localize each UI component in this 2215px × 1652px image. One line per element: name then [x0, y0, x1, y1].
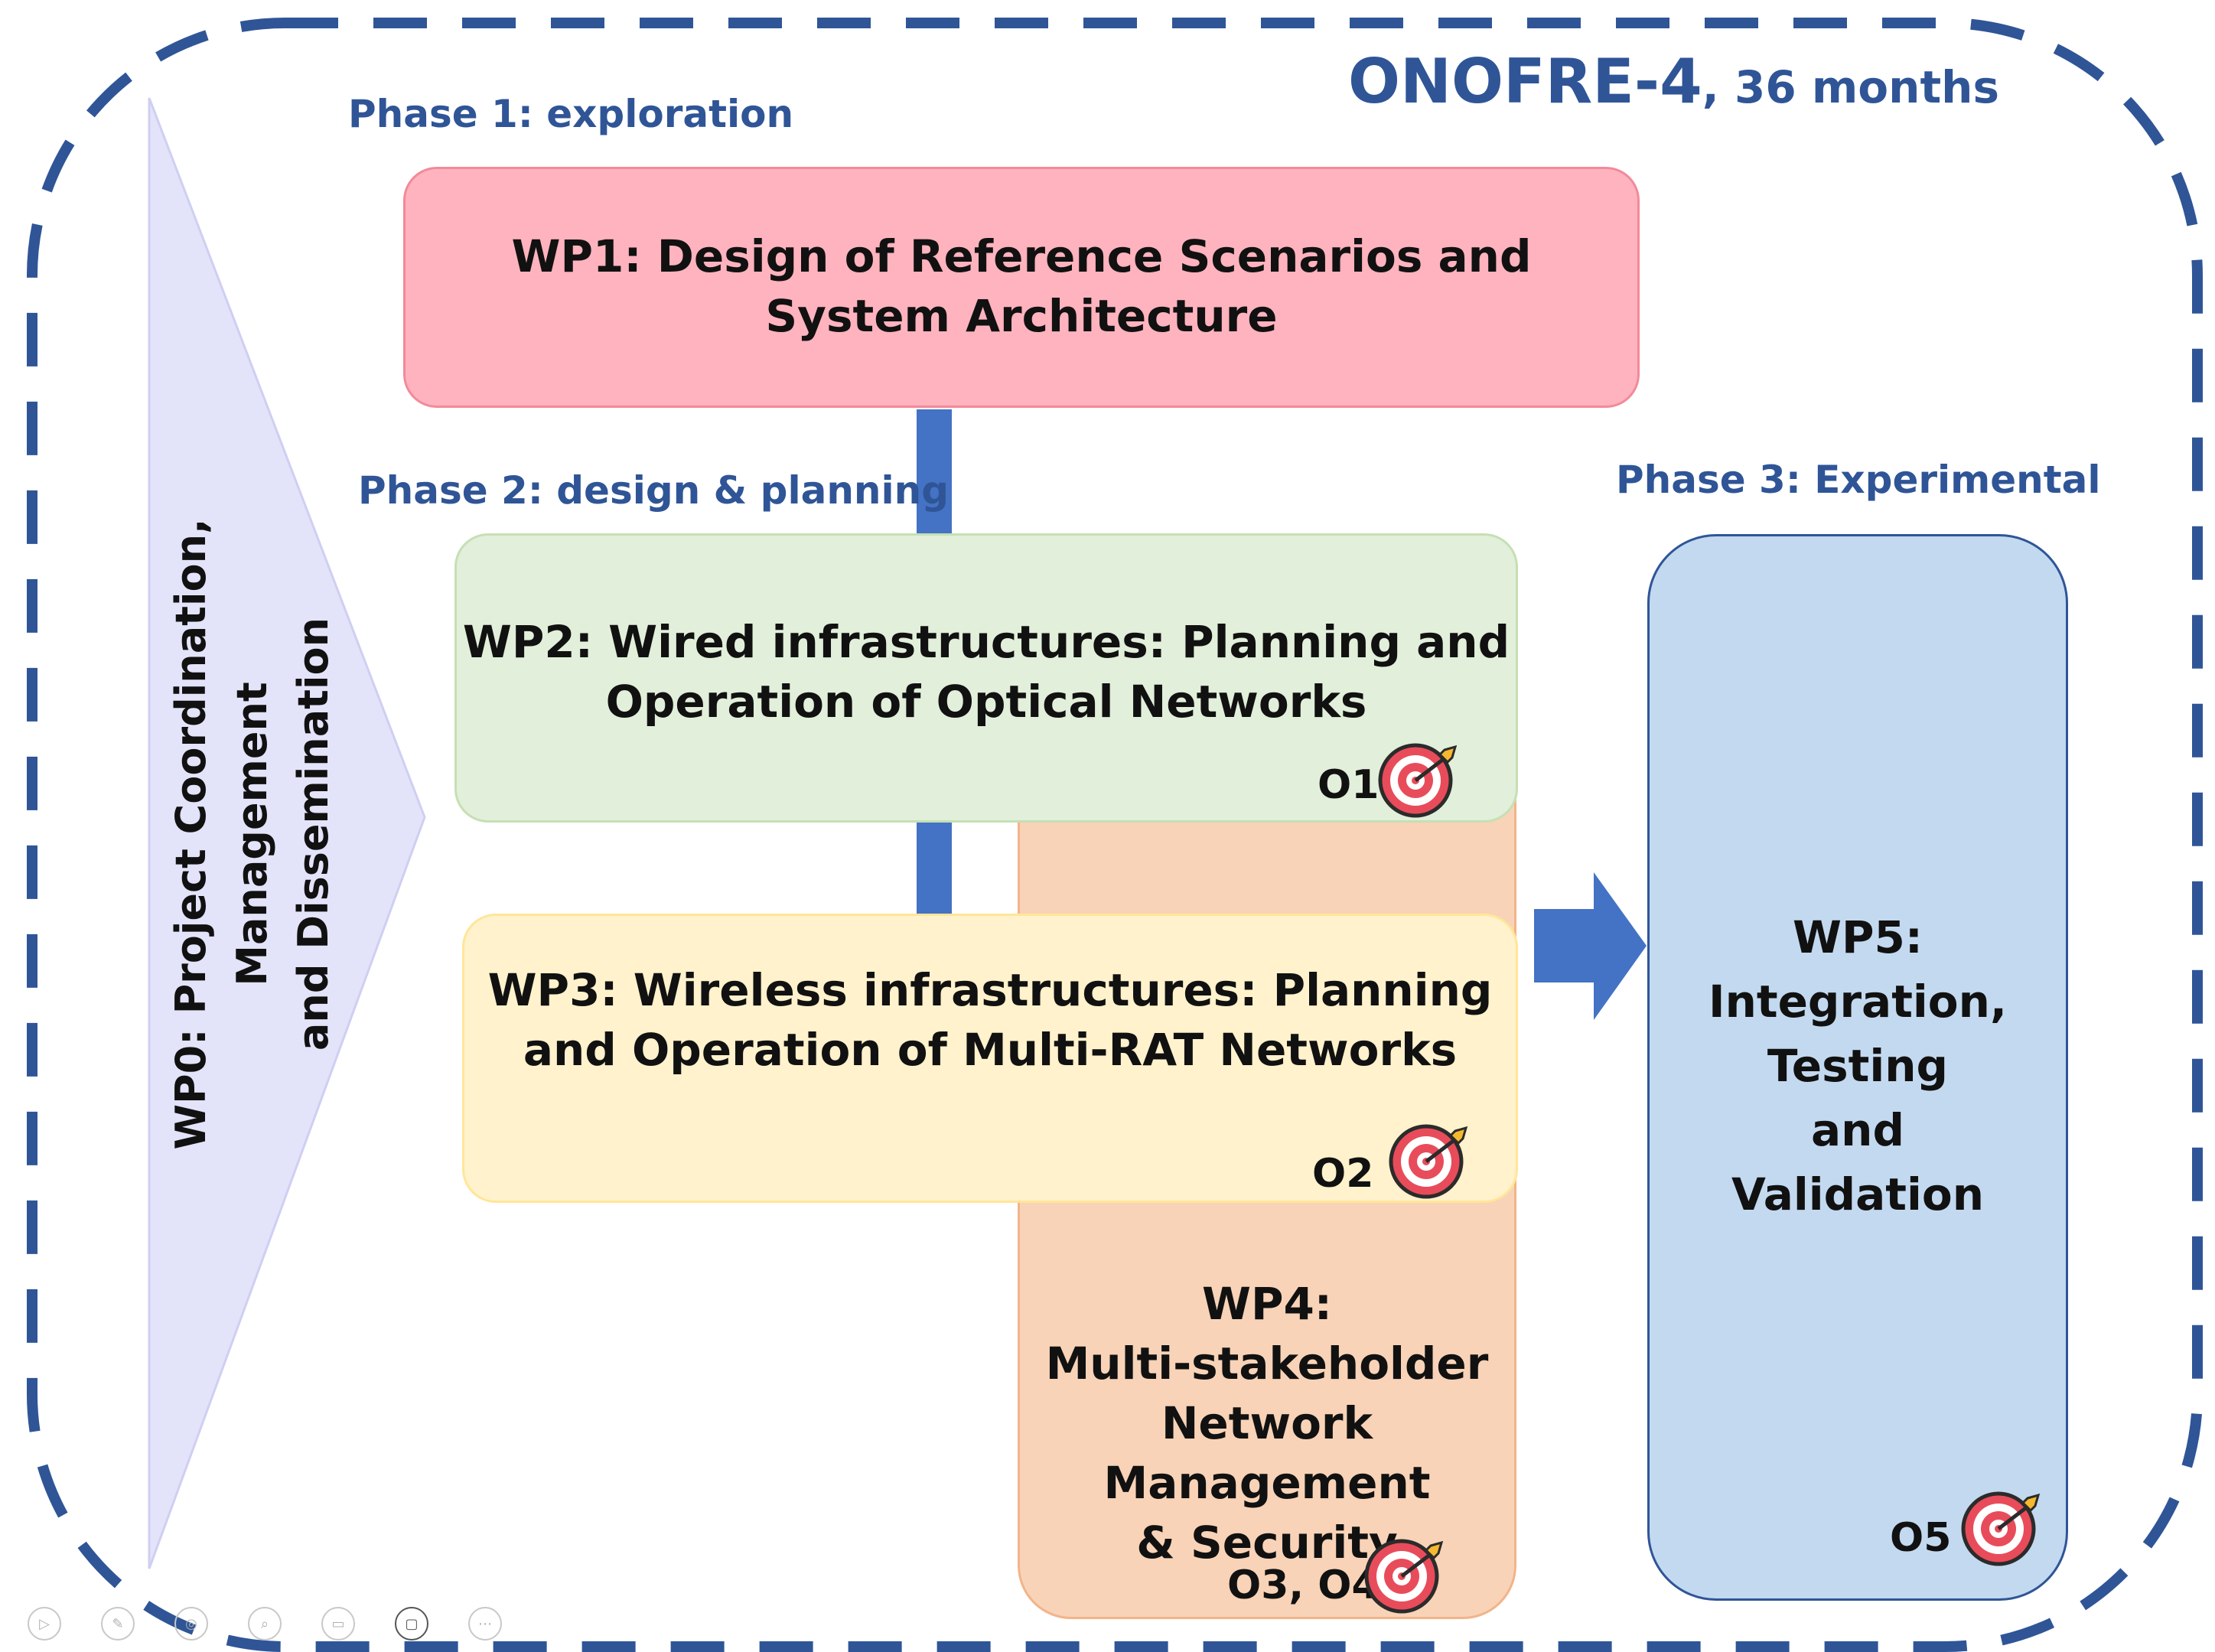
wp2-label: WP2: Wired infrastructures: Planning and… [462, 616, 1510, 728]
pointer-icon[interactable]: ◎ [174, 1607, 208, 1641]
pen-icon[interactable]: ✎ [101, 1607, 135, 1641]
wp4-objective: O3, O4 [1227, 1562, 1379, 1608]
wp3-box: WP3: Wireless infrastructures: Planning … [462, 914, 1518, 1203]
wp5-box: WP5: Integration, Testing and Validation [1647, 534, 2068, 1601]
target-icon [1364, 1539, 1444, 1614]
connector-wp1-wp2 [917, 409, 952, 547]
connector-wp2-wp3 [917, 819, 952, 918]
wp0-label: WP0: Project Coordination, Management an… [167, 518, 337, 1150]
wp2-objective: O1 [1318, 762, 1379, 808]
wp3-objective: O2 [1312, 1151, 1374, 1197]
project-duration: , 36 months [1702, 61, 1999, 113]
project-frame [27, 18, 2203, 1652]
wp4-label: WP4: Multi-stakeholder Network Managemen… [1045, 1278, 1489, 1569]
target-icon [1961, 1491, 2041, 1566]
phase2-label: Phase 2: design & planning [358, 468, 950, 513]
wp5-label: WP5: Integration, Testing and Validation [1708, 911, 2007, 1220]
wp2-box: WP2: Wired infrastructures: Planning and… [454, 533, 1518, 823]
phase1-label: Phase 1: exploration [348, 92, 794, 136]
target-icon [1378, 743, 1458, 818]
wp0-triangle [148, 97, 426, 1569]
wp1-label: WP1: Design of Reference Scenarios and S… [511, 230, 1532, 342]
zoom-icon[interactable]: ⌕ [248, 1607, 282, 1641]
play-icon[interactable]: ▷ [28, 1607, 61, 1641]
presentation-toolbar: ▷ ✎ ◎ ⌕ ▭ ▢ ⋯ [28, 1607, 517, 1642]
arrow-to-wp5 [1534, 872, 1647, 1020]
target-icon [1389, 1124, 1468, 1199]
more-icon[interactable]: ⋯ [468, 1607, 502, 1641]
wp1-box: WP1: Design of Reference Scenarios and S… [403, 167, 1640, 408]
phase3-label: Phase 3: Experimental [1616, 458, 2101, 502]
camera-icon[interactable]: ▢ [395, 1607, 428, 1641]
wp3-label: WP3: Wireless infrastructures: Planning … [487, 964, 1493, 1076]
wp5-objective: O5 [1890, 1515, 1952, 1561]
project-name: ONOFRE-4 [1348, 46, 1702, 117]
project-title: ONOFRE-4, 36 months [1348, 46, 1999, 117]
subtitles-icon[interactable]: ▭ [321, 1607, 355, 1641]
